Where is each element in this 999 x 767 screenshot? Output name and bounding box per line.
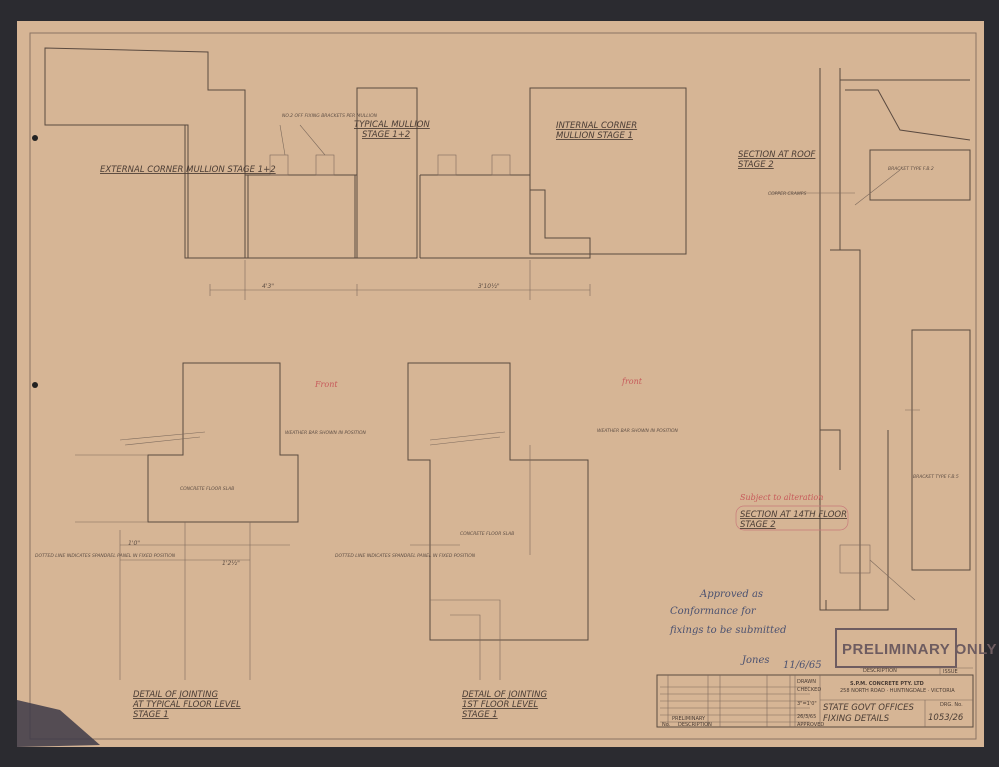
note-copper-cramps: COPPER CRAMPS	[768, 191, 806, 197]
note-weather-bar-2: WEATHER BAR SHOWN IN POSITION	[597, 428, 679, 434]
handwritten-note-l2: Conformance for	[670, 606, 757, 617]
preliminary-stamp: PRELIMINARY ONLY	[842, 641, 997, 658]
view-title-typical-mullion-stage: STAGE 1+2	[362, 130, 410, 140]
dim-d1: 1'0"	[128, 540, 140, 547]
project-title: STATE GOVT OFFICES	[823, 703, 915, 713]
right-sections	[770, 68, 971, 611]
mullion-elevations	[44, 47, 687, 300]
view-title-roof: SECTION AT ROOF	[738, 150, 816, 160]
drawing-no-label: DRG. No.	[940, 702, 963, 708]
red-note-subject: Subject to alteration	[740, 493, 823, 502]
note-bracket-type-fb: BRACKET TYPE F.B.5	[913, 474, 959, 480]
title-block	[656, 667, 974, 728]
red-outline	[735, 505, 849, 531]
note-dotted-line: DOTTED LINE INDICATES SPANDREL PANEL IN …	[35, 553, 176, 559]
punch-hole	[32, 382, 38, 388]
dim-right-span: 3'10½"	[478, 283, 500, 290]
jointing-details	[75, 362, 589, 680]
sheet-title: FIXING DETAILS	[823, 714, 890, 724]
note-brackets: NO.2 OFF FIXING BRACKETS PER MULLION	[282, 113, 378, 119]
view-title-detail-typical: DETAIL OF JOINTING	[133, 690, 218, 700]
red-note-front-1: Front	[314, 380, 338, 389]
handwritten-note-l3: fixings to be submitted	[669, 625, 786, 636]
view-title-internal-corner: INTERNAL CORNER	[556, 121, 637, 131]
paper	[17, 21, 984, 747]
handwritten-date: 11/6/65	[783, 660, 822, 671]
description-header: DESCRIPTION	[678, 722, 712, 728]
view-title-typical-mullion: TYPICAL MULLION	[354, 120, 430, 130]
view-title-14th-floor-stage: STAGE 2	[740, 520, 776, 530]
revision-entry: PRELIMINARY	[672, 716, 706, 722]
view-title-detail-1st-l2: 1ST FLOOR LEVEL	[462, 700, 538, 710]
drawing-number: 1053/26	[928, 713, 964, 723]
note-weather-bar: WEATHER BAR SHOWN IN POSITION	[285, 430, 367, 436]
border-frame	[29, 32, 977, 740]
view-title-detail-1st: DETAIL OF JOINTING	[462, 690, 547, 700]
checked-label: CHECKED	[797, 687, 821, 693]
note-concrete-floor-slab: CONCRETE FLOOR SLAB	[180, 486, 234, 492]
view-title-internal-corner-stage: MULLION STAGE 1	[556, 131, 633, 141]
note-dotted-line-2: DOTTED LINE INDICATES SPANDREL PANEL IN …	[335, 553, 476, 559]
drawn-label: DRAWN	[797, 679, 816, 685]
red-note-front-2: front	[621, 377, 643, 386]
no-header: No.	[662, 722, 671, 728]
folded-corner	[17, 700, 100, 747]
scale-value: 3"=1'0"	[797, 701, 817, 707]
view-title-external-corner: EXTERNAL CORNER MULLION STAGE 1+2	[100, 165, 276, 175]
view-title-roof-stage: STAGE 2	[738, 160, 774, 170]
punch-hole	[32, 135, 38, 141]
view-title-detail-typical-l3: STAGE 1	[133, 710, 169, 720]
rev-description-header: DESCRIPTION	[863, 668, 897, 674]
view-title-detail-1st-l3: STAGE 1	[462, 710, 498, 720]
dim-d2: 1'2½"	[222, 560, 240, 567]
preliminary-stamp-box	[835, 628, 957, 668]
company-address: 258 NORTH ROAD · HUNTINGDALE · VICTORIA	[840, 688, 955, 694]
view-title-14th-floor: SECTION AT 14TH FLOOR	[740, 510, 847, 520]
date-value: 26/3/65	[797, 714, 816, 720]
view-title-detail-typical-l2: AT TYPICAL FLOOR LEVEL	[132, 700, 241, 710]
approved-label: APPROVED	[797, 722, 824, 728]
handwritten-signature: Jones	[740, 655, 770, 666]
note-bracket-type: BRACKET TYPE F.B.2	[888, 166, 934, 172]
company-name: S.P.M. CONCRETE PTY. LTD	[850, 681, 924, 687]
dim-left-span: 4'3"	[262, 283, 274, 290]
handwritten-note-l1: Approved as	[699, 589, 763, 600]
issue-header: ISSUE	[943, 669, 958, 675]
note-concrete-floor-slab-2: CONCRETE FLOOR SLAB	[460, 531, 514, 537]
